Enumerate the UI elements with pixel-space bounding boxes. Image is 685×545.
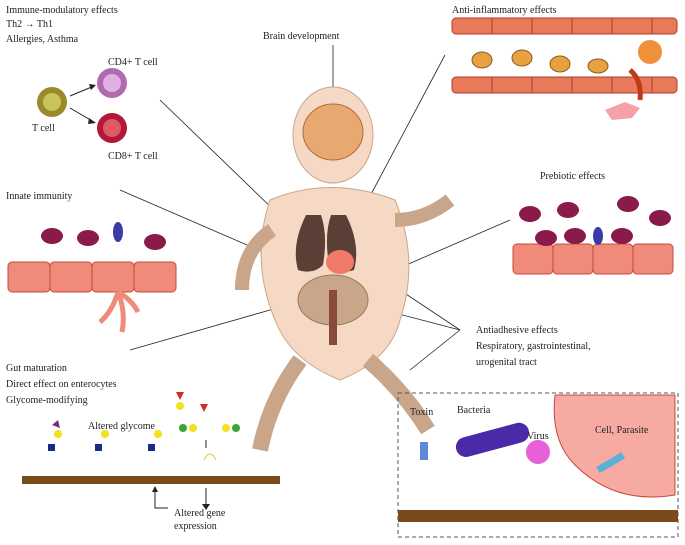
- virus-label: Virus: [527, 431, 549, 442]
- immune-allergies: Allergies, Asthma: [6, 34, 79, 45]
- gut-glycans: [48, 392, 240, 510]
- immune-th-shift: Th2 → Th1: [6, 19, 54, 30]
- innate-title: Innate immunity: [6, 191, 73, 202]
- gut-title: Gut maturation: [6, 363, 67, 374]
- altered-glycome-label: Altered glycome: [88, 421, 155, 432]
- antiadhesive-line2: Respiratory, gastrointestinal,: [476, 341, 591, 352]
- t-cell-diagram: [37, 68, 127, 143]
- innate-epithelium: [7, 261, 177, 333]
- gut-membrane: [22, 476, 280, 484]
- cd4-label: CD4+ T cell: [108, 57, 158, 68]
- brain-title: Brain development: [263, 31, 340, 42]
- t-cell-label: T cell: [32, 123, 55, 134]
- antiadhesive-line3: urogenital tract: [476, 357, 537, 368]
- toxin-label: Toxin: [410, 407, 434, 418]
- cell-parasite-label: Cell, Parasite: [595, 425, 649, 436]
- antiadhesive-title: Antiadhesive effects: [476, 325, 558, 336]
- anti-inflammatory-title: Anti-inflammatory effects: [452, 5, 557, 16]
- altered-gene-label-1: Altered gene: [174, 508, 226, 519]
- prebiotic-epithelium: [512, 243, 674, 275]
- prebiotic-title: Prebiotic effects: [540, 171, 606, 182]
- gut-line3: Glycome-modifying: [6, 395, 88, 406]
- innate-bacteria: [41, 228, 166, 250]
- prebiotic-bacteria: [519, 196, 671, 246]
- infant-illustration: [235, 86, 455, 452]
- altered-gene-label-2: expression: [174, 521, 217, 532]
- vessel-endothelium: [451, 17, 678, 120]
- antiadhesive-box: [397, 392, 679, 538]
- gut-line2: Direct effect on enterocytes: [6, 379, 117, 390]
- immune-title: Immune-modulatory effects: [6, 5, 118, 16]
- bacteria-label: Bacteria: [457, 405, 491, 416]
- cd8-label: CD8+ T cell: [108, 151, 158, 162]
